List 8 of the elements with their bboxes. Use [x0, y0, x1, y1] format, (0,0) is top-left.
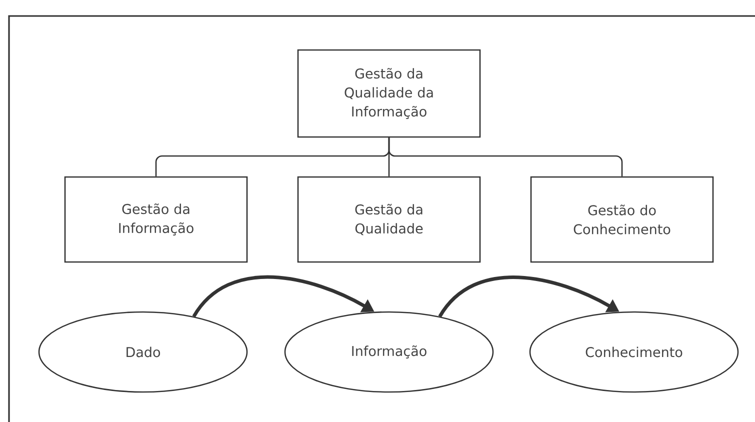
process-box: Gestão da Informação: [64, 176, 248, 263]
process-box: Gestão do Conhecimento: [530, 176, 714, 263]
connector-line: [388, 138, 623, 176]
ellipse-node: Informação: [284, 311, 494, 393]
ellipse-node: Dado: [38, 311, 248, 393]
process-box: Gestão da Qualidade da Informação: [297, 49, 481, 138]
process-box: Gestão da Qualidade: [297, 176, 481, 263]
ellipse-node: Conhecimento: [529, 311, 739, 393]
